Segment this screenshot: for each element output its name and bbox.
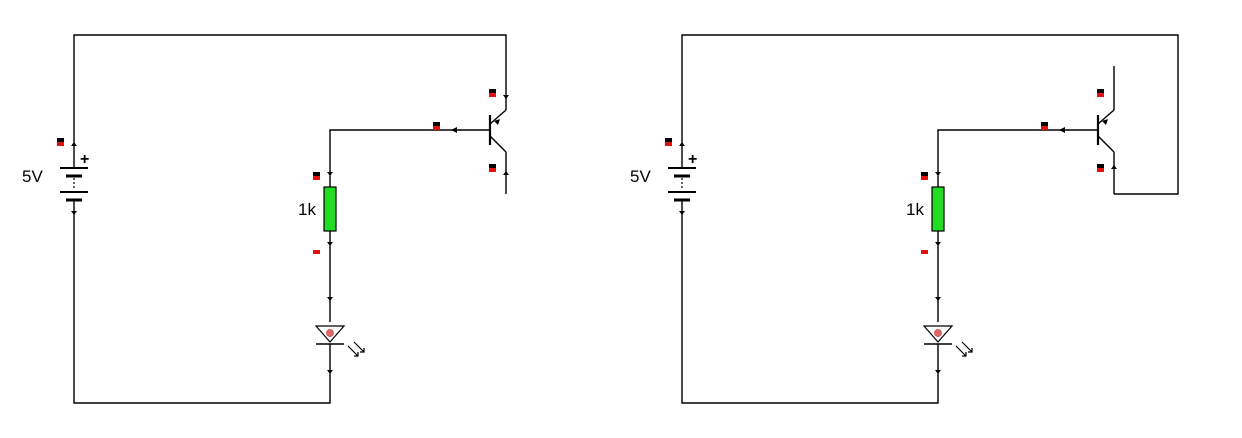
arrow-left-collector bbox=[503, 95, 509, 99]
battery-left-polarity: + bbox=[80, 151, 89, 168]
arrow-right-led-bottom bbox=[935, 370, 941, 374]
arrow-left-battery-top bbox=[71, 142, 77, 146]
battery-right-polarity: + bbox=[688, 151, 697, 168]
arrow-left-battery-bottom bbox=[71, 211, 77, 215]
pin-marker-left-resistor-bottom bbox=[313, 250, 320, 254]
pin-marker-right-collector-a bbox=[1097, 89, 1104, 93]
battery-left-label: 5V bbox=[22, 167, 43, 186]
wire-right-bottom bbox=[681, 214, 939, 404]
arrow-right-emitter bbox=[1111, 165, 1117, 169]
pin-marker-left-emitter-a bbox=[489, 164, 496, 168]
resistor-left-label: 1k bbox=[298, 200, 316, 219]
pin-marker-left-emitter bbox=[489, 168, 496, 172]
pin-marker-left-collector bbox=[489, 93, 496, 97]
pin-marker-right-collector bbox=[1097, 93, 1104, 97]
pin-marker-left-base-a bbox=[433, 122, 440, 126]
pin-marker-left-battery bbox=[57, 142, 64, 146]
pin-marker-left-battery-a bbox=[57, 138, 64, 142]
arrow-right-battery-top bbox=[679, 142, 685, 146]
pin-marker-right-resistor-bottom bbox=[921, 250, 928, 254]
arrow-left-led-top bbox=[327, 297, 333, 301]
wire-left-base bbox=[329, 129, 456, 172]
pin-marker-right-resistor-top bbox=[921, 176, 928, 180]
arrow-right-battery-bottom bbox=[679, 211, 685, 215]
battery-right-label: 5V bbox=[630, 167, 651, 186]
circuit-right: + 5V 1k bbox=[630, 34, 1179, 404]
wire-right-top bbox=[681, 34, 1179, 195]
led-left bbox=[314, 325, 365, 373]
pin-marker-right-base-a bbox=[1041, 122, 1048, 126]
arrow-right-resistor-bottom bbox=[935, 242, 941, 246]
arrow-right-base bbox=[1059, 127, 1065, 133]
arrow-right-resistor-top bbox=[935, 172, 941, 176]
pin-marker-left-resistor-top bbox=[313, 176, 320, 180]
pin-marker-right-battery bbox=[665, 142, 672, 146]
pin-marker-left-collector-a bbox=[489, 89, 496, 93]
circuit-left: + 5V 1k bbox=[22, 34, 509, 404]
pin-marker-right-resistor-top-a bbox=[921, 172, 928, 176]
wire-left-top bbox=[73, 34, 507, 140]
arrow-right-led-top bbox=[935, 297, 941, 301]
wire-right-base bbox=[937, 129, 1064, 172]
pin-marker-right-emitter bbox=[1097, 168, 1104, 172]
pin-marker-left-resistor-top-a bbox=[313, 172, 320, 176]
arrow-left-resistor-bottom bbox=[327, 242, 333, 246]
battery-left: + bbox=[60, 140, 89, 214]
arrow-left-led-bottom bbox=[327, 370, 333, 374]
pin-marker-left-base bbox=[433, 126, 440, 130]
arrow-left-resistor-top bbox=[327, 172, 333, 176]
pin-marker-right-emitter-a bbox=[1097, 164, 1104, 168]
battery-right: + bbox=[668, 140, 697, 214]
pin-marker-right-battery-a bbox=[665, 138, 672, 142]
resistor-right-label: 1k bbox=[906, 200, 924, 219]
pin-marker-right-base bbox=[1041, 126, 1048, 130]
wire-left-bottom bbox=[73, 214, 331, 404]
arrow-left-emitter bbox=[503, 171, 509, 175]
transistor-left bbox=[488, 92, 507, 172]
led-right bbox=[922, 325, 973, 373]
resistor-left bbox=[323, 172, 337, 322]
transistor-right bbox=[1096, 92, 1115, 172]
arrow-left-base bbox=[451, 127, 457, 133]
resistor-right bbox=[931, 172, 945, 322]
